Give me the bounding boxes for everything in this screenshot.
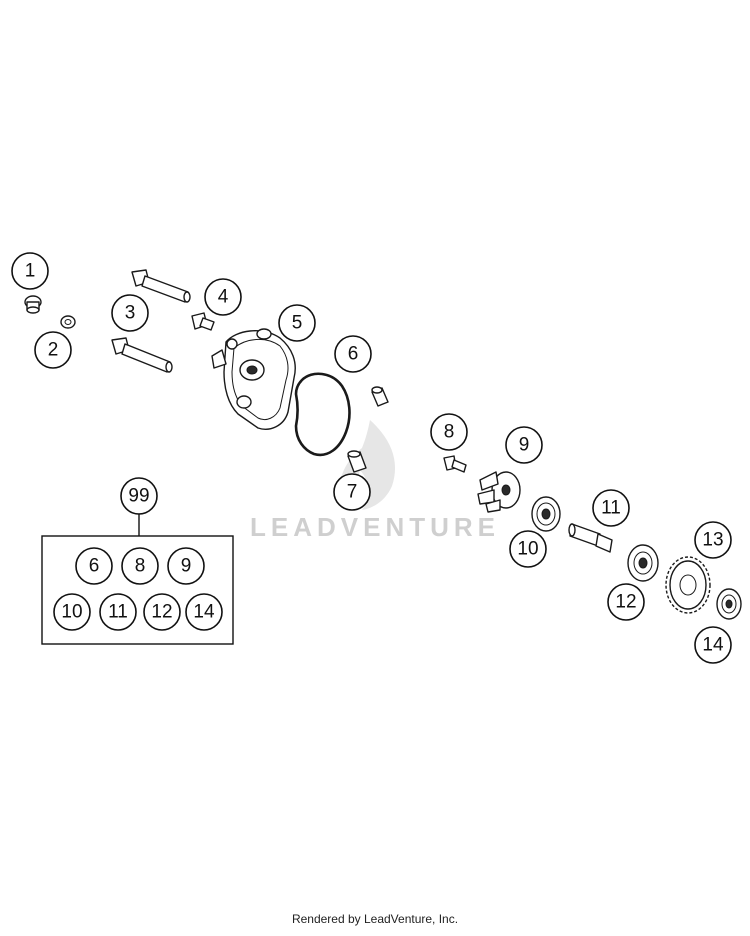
watermark-flame-icon	[339, 420, 396, 510]
svg-text:9: 9	[181, 556, 192, 577]
svg-text:10: 10	[61, 602, 82, 623]
svg-text:10: 10	[517, 539, 538, 560]
kit-item-12[interactable]: 12	[143, 593, 181, 631]
callout-4[interactable]: 4	[204, 278, 242, 316]
part-5-pump-cover	[211, 328, 296, 430]
svg-text:6: 6	[348, 344, 359, 365]
part-7-dowel-lower	[347, 450, 367, 473]
kit-99-group: 99 6 8 9 10 11 12 14	[41, 477, 234, 645]
kit-item-14[interactable]: 14	[185, 593, 223, 631]
svg-text:11: 11	[108, 602, 128, 623]
watermark: LEADVENTURE	[250, 420, 500, 542]
part-4-short-bolt	[191, 312, 215, 331]
callout-7[interactable]: 7	[333, 473, 371, 511]
part-11-shaft	[568, 523, 613, 553]
part-14-bearing	[716, 588, 742, 620]
svg-text:1: 1	[25, 261, 36, 282]
svg-text:11: 11	[601, 498, 621, 519]
part-3-bolt-upper	[131, 269, 191, 303]
callout-5[interactable]: 5	[278, 304, 316, 342]
callout-12[interactable]: 12	[607, 583, 645, 621]
svg-text:6: 6	[89, 556, 100, 577]
callout-1[interactable]: 1	[11, 252, 49, 290]
svg-text:12: 12	[151, 602, 172, 623]
kit-item-9[interactable]: 9	[167, 547, 205, 585]
part-1-bolt	[24, 295, 42, 314]
part-13-gear	[665, 556, 711, 614]
watermark-text: LEADVENTURE	[250, 512, 500, 542]
part-8-bolt	[443, 455, 467, 473]
part-10-seal	[531, 496, 561, 532]
footer-credit: Rendered by LeadVenture, Inc.	[291, 912, 459, 926]
kit-item-6[interactable]: 6	[75, 547, 113, 585]
callout-9[interactable]: 9	[505, 426, 543, 464]
callout-13[interactable]: 13	[694, 521, 732, 559]
part-6-gasket	[294, 372, 351, 457]
callout-14[interactable]: 14	[694, 626, 732, 664]
callout-11[interactable]: 11	[592, 489, 630, 527]
kit-item-10[interactable]: 10	[53, 593, 91, 631]
part-7-dowel-upper	[371, 386, 389, 407]
kit-99-box	[41, 535, 234, 645]
svg-text:7: 7	[347, 482, 358, 503]
callout-6[interactable]: 6	[334, 335, 372, 373]
callout-2[interactable]: 2	[34, 331, 72, 369]
svg-text:5: 5	[292, 313, 303, 334]
part-3-bolt-lower	[111, 337, 173, 373]
svg-text:8: 8	[444, 422, 455, 443]
kit-item-8[interactable]: 8	[121, 547, 159, 585]
callout-99[interactable]: 99	[120, 477, 158, 515]
part-12-bearing	[627, 544, 659, 582]
svg-text:4: 4	[218, 287, 229, 308]
callout-10[interactable]: 10	[509, 530, 547, 568]
svg-text:13: 13	[702, 530, 723, 551]
svg-text:2: 2	[48, 340, 59, 361]
kit-item-11[interactable]: 11	[99, 593, 137, 631]
svg-text:9: 9	[519, 435, 530, 456]
svg-text:12: 12	[615, 592, 636, 613]
callout-8[interactable]: 8	[430, 413, 468, 451]
svg-text:14: 14	[193, 602, 215, 623]
svg-text:14: 14	[702, 635, 724, 656]
svg-text:8: 8	[135, 556, 146, 577]
part-9-impeller	[477, 471, 521, 513]
svg-text:3: 3	[125, 303, 136, 324]
svg-text:99: 99	[128, 486, 149, 507]
part-2-washer	[60, 315, 76, 329]
callout-3[interactable]: 3	[111, 294, 149, 332]
